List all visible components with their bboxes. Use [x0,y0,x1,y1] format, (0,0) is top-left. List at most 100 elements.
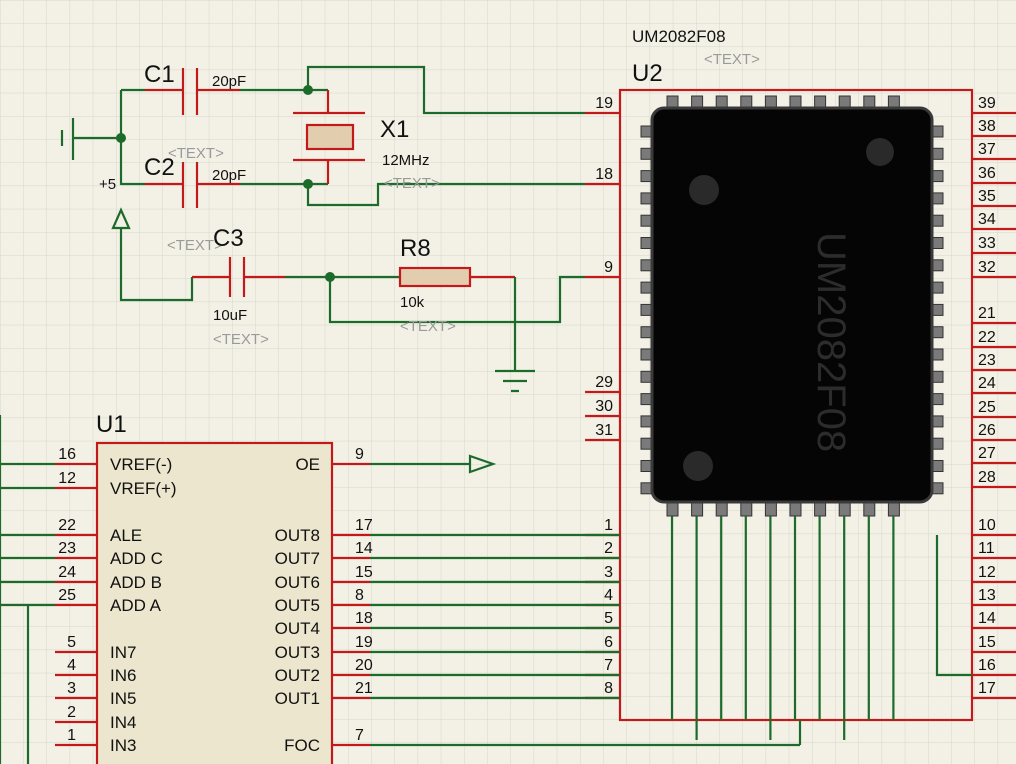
u1-pin-number: 16 [58,446,76,463]
crystal-x1[interactable] [293,90,365,184]
chip-pad [838,501,851,517]
chip-dimple [689,175,719,205]
u1-pin-label: ADD C [110,549,163,568]
chip-dimple [683,451,713,481]
u1-pin-number: 15 [355,564,373,581]
u1-pin-label: IN6 [110,666,136,685]
u1-pin-number: 19 [355,634,373,651]
u1-pin-label: ADD B [110,573,162,592]
c2-value: 20pF [212,167,246,184]
u1-pin-label: OE [295,455,320,474]
chip-pad [863,501,876,517]
x1-value: 12MHz [382,152,430,169]
u1-pin-label: VREF(-) [110,455,172,474]
reset-wires[interactable] [119,228,585,370]
capacitor-c2[interactable] [181,162,199,208]
u2-pin-number: 14 [978,610,996,627]
u1-pin-label: VREF(+) [110,479,177,498]
u2-pin-number: 24 [978,375,996,392]
u1-body[interactable] [95,441,334,764]
r8-value: 10k [400,294,425,311]
u2-pin-number: 33 [978,235,996,252]
u2-pin-number: 4 [604,587,613,604]
u2-pin-number: 18 [595,166,613,183]
u2-pin-number: 38 [978,118,996,135]
r8-text-placeholder: <TEXT> [400,318,456,335]
u1-pin-number: 4 [67,657,76,674]
u2-pin-number: 3 [604,564,613,581]
ground-symbol-left[interactable] [60,118,121,160]
junction-dot [116,133,126,143]
u2-pin-number: 16 [978,657,996,674]
u1-ref: U1 [96,411,127,438]
u2-pins: 1918929303112345678393837363534333221222… [585,95,1016,740]
resistor-r8[interactable] [398,266,472,288]
u1-pin-number: 3 [67,680,76,697]
u1-pin-label: OUT1 [275,689,320,708]
u1-pin-number: 24 [58,564,76,581]
c3-ref: C3 [213,225,244,252]
u1-pin-label: OUT5 [275,596,320,615]
capacitor-c3[interactable] [228,257,246,297]
u1-pin-number: 9 [355,446,364,463]
oe-terminal[interactable] [370,454,497,474]
c3-text-placeholder-2: <TEXT> [213,331,269,348]
wire[interactable] [935,535,972,677]
u1-pin-label: IN7 [110,643,136,662]
c3-text-placeholder: <TEXT> [167,237,223,254]
junction-dot [303,179,313,189]
u2-pin-number: 23 [978,352,996,369]
u2-pin-number: 12 [978,564,996,581]
u1-pin-label: OUT8 [275,526,320,545]
capacitor-c1[interactable] [181,68,199,115]
u2-pin-number: 2 [604,540,613,557]
u2-pin-number: 30 [595,398,613,415]
chip-pad [740,501,753,517]
u2-pin-number: 27 [978,445,996,462]
u2-pin-number: 21 [978,305,996,322]
u1-pin-number: 5 [67,634,76,651]
c2-ref: C2 [144,154,175,181]
u2-pin-number: 7 [604,657,613,674]
junction-dot [303,85,313,95]
junction-dot [325,272,335,282]
ground-symbol[interactable] [495,369,535,393]
u2-pin-number: 8 [604,680,613,697]
u1-pin-label: OUT6 [275,573,320,592]
u2-pin-number: 10 [978,517,996,534]
oscillator-wires[interactable] [119,65,585,207]
u1-pin-label: IN3 [110,736,136,755]
r8-ref: R8 [400,235,431,262]
c1-text-placeholder: <TEXT> [168,145,224,162]
u1-pin-number: 12 [58,470,76,487]
u1-pin-number: 7 [355,727,364,744]
u1-pin-label: OUT4 [275,619,320,638]
u2-pin-number: 5 [604,610,613,627]
u2-ref: U2 [632,60,663,87]
u1-pin-number: 17 [355,517,373,534]
chip-pad [764,501,777,517]
u2-pin-number: 11 [978,540,995,557]
u2-chip-body[interactable] [650,106,934,504]
u1-pin-number: 22 [58,517,76,534]
chip-pad [887,501,900,517]
u2-pin-number: 31 [595,422,613,439]
u1-pin-number: 23 [58,540,76,557]
u1-pin-number: 20 [355,657,373,674]
u2-pin-number: 37 [978,141,996,158]
u2-pin-number: 32 [978,259,996,276]
u1-pin-number: 2 [67,704,76,721]
u1-pin-label: FOC [284,736,320,755]
chip-pad [789,501,802,517]
u1-pin-label: ALE [110,526,142,545]
c1-value: 20pF [212,73,246,90]
u1-pin-number: 25 [58,587,76,604]
x1-text-placeholder: <TEXT> [384,175,440,192]
u1-pin-label: OUT3 [275,643,320,662]
u1-pin-number: 8 [355,587,364,604]
chip-pad [666,501,679,517]
power-label: +5 [99,176,116,193]
u2-part-name: UM2082F08 [632,27,726,46]
u1-pin-number: 18 [355,610,373,627]
